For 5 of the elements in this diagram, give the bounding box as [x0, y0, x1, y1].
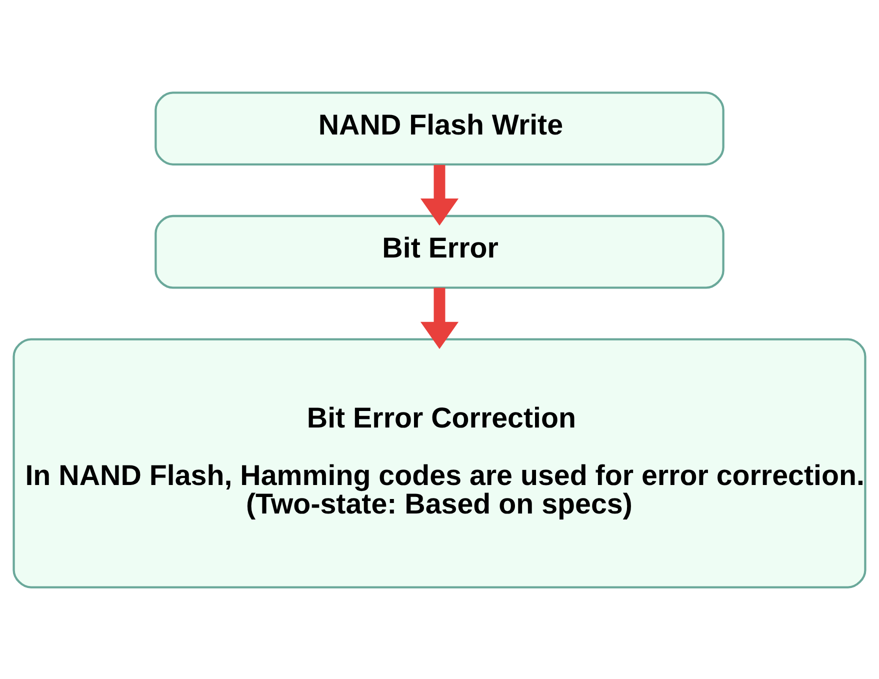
arrow [420, 164, 459, 226]
node-box: Bit Error Correction In NAND Flash, Hamming codes are used for error correction. (Two-state: Based on specs) [12, 338, 866, 588]
arrow [420, 287, 459, 349]
node-box: Bit Error [154, 214, 724, 288]
node-box: NAND Flash Write [154, 91, 724, 165]
